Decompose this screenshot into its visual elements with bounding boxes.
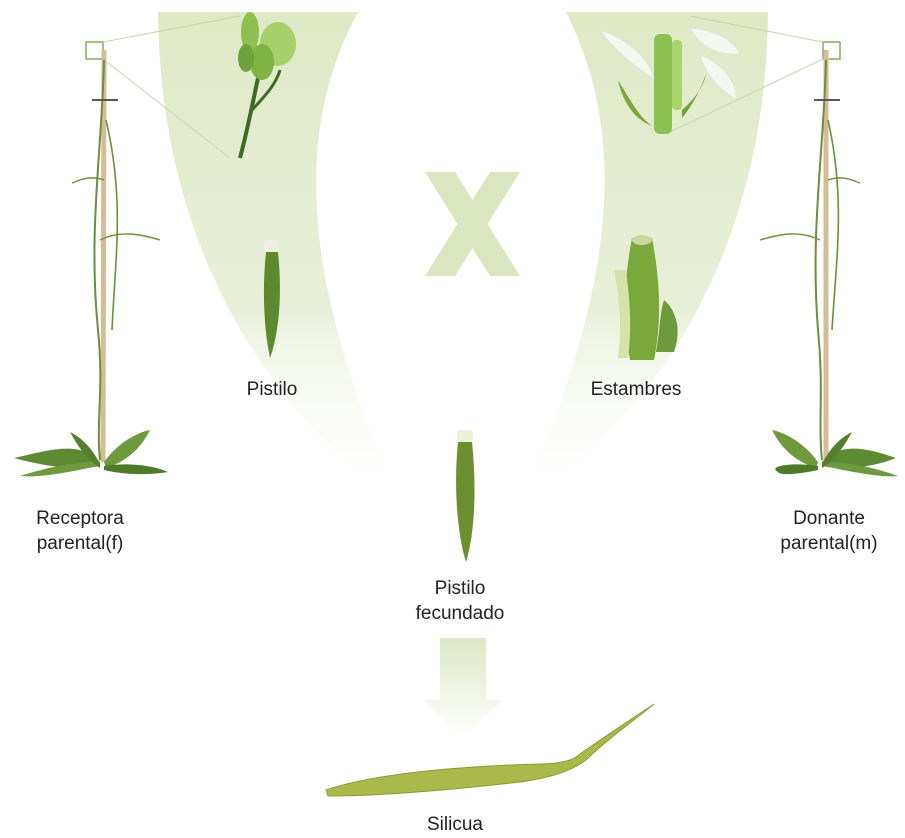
- fertilized-label-line2: fecundado: [390, 601, 530, 626]
- cross-symbol-icon: [425, 172, 520, 276]
- donor-label-line1: Donante: [756, 506, 902, 531]
- recipient-label-line1: Receptora: [10, 506, 150, 531]
- down-arrow-icon: [424, 638, 502, 738]
- recipient-label-line2: parental(f): [10, 531, 150, 556]
- donor-plant: [760, 50, 898, 476]
- fertilized-label-line1: Pistilo: [390, 576, 530, 601]
- fertilized-pistil-label: Pistilo fecundado: [390, 576, 530, 626]
- recipient-parent-label: Receptora parental(f): [10, 506, 150, 556]
- stamens-label: Estambres: [566, 377, 706, 402]
- pistil-label: Pistilo: [222, 377, 322, 402]
- left-beam: [158, 12, 400, 505]
- silique-image: [326, 704, 654, 796]
- fertilized-pistil-image: [456, 430, 474, 562]
- silique-label: Silicua: [400, 812, 510, 837]
- donor-label-line2: parental(m): [756, 531, 902, 556]
- donor-parent-label: Donante parental(m): [756, 506, 902, 556]
- recipient-plant: [14, 50, 168, 476]
